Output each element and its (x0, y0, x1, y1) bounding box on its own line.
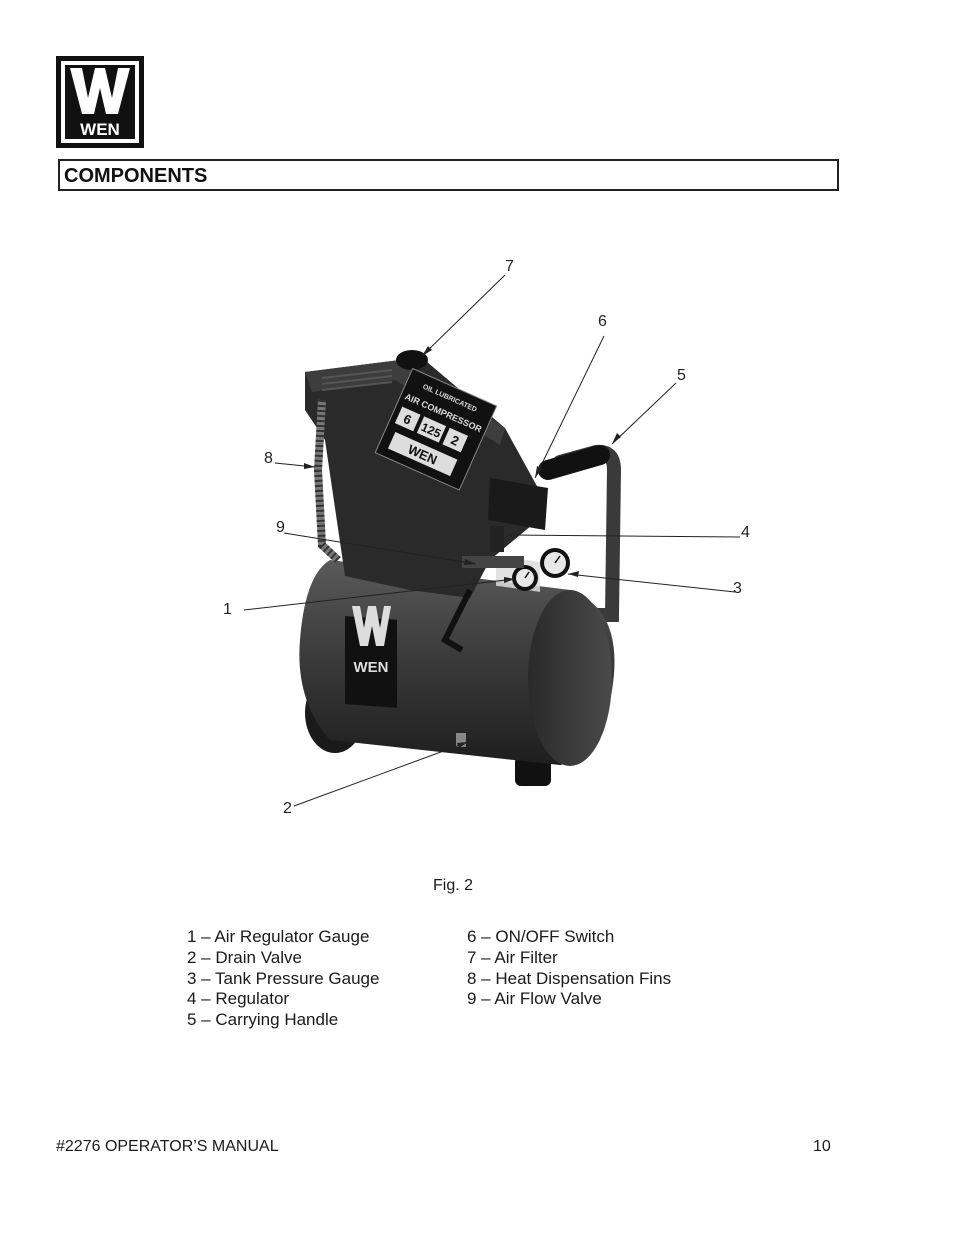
callout-5: 5 (677, 367, 686, 384)
section-header: COMPONENTS (58, 159, 839, 191)
callout-6: 6 (598, 313, 607, 330)
wen-logo: WEN (56, 56, 144, 148)
leader-arrowheads (304, 346, 621, 748)
rubber-foot (515, 756, 551, 786)
callout-9: 9 (276, 519, 285, 536)
legend-item: 8 – Heat Dispensation Fins (467, 968, 672, 988)
legend-item: 4 – Regulator (187, 989, 290, 1009)
legend-right: 6 – ON/OFF Switch 7 – Air Filter 8 – Hea… (467, 927, 671, 1010)
footer-manual-title: #2276 OPERATOR’S MANUAL (56, 1138, 279, 1155)
legend-item: 5 – Carrying Handle (187, 1010, 339, 1030)
legend-item: 7 – Air Filter (467, 947, 558, 967)
nameplate: OIL LUBRICATED AIR COMPRESSOR 6 125 2 WE… (374, 367, 498, 491)
legend-item: 9 – Air Flow Valve (467, 989, 602, 1009)
air-flow-valve (462, 556, 524, 568)
tank-logo: WEN (345, 606, 397, 708)
footer-page-number: 10 (813, 1138, 831, 1155)
callout-3: 3 (733, 580, 742, 597)
air-filter (396, 350, 428, 370)
on-off-switch (488, 478, 548, 530)
legend-left: 1 – Air Regulator Gauge 2 – Drain Valve … (187, 927, 379, 1031)
figure-caption: Fig. 2 (433, 877, 474, 894)
callout-4: 4 (741, 524, 750, 541)
legend-item: 1 – Air Regulator Gauge (187, 927, 370, 946)
callout-8: 8 (264, 450, 273, 467)
legend-item: 2 – Drain Valve (187, 947, 302, 967)
legend-item: 6 – ON/OFF Switch (467, 927, 615, 946)
regulator (490, 526, 504, 552)
legend-item: 3 – Tank Pressure Gauge (187, 968, 380, 988)
callout-1: 1 (223, 601, 232, 618)
tank-logo-text: WEN (354, 659, 389, 676)
callout-2: 2 (283, 800, 292, 817)
callout-7: 7 (505, 258, 514, 275)
logo-text: WEN (80, 120, 120, 139)
drain-valve (456, 733, 466, 747)
section-title: COMPONENTS (64, 165, 208, 187)
leader-lines (243, 274, 741, 807)
compressor-figure: WEN OIL LUBRICATED AIR COMPRESSOR 6 125 … (243, 274, 741, 807)
